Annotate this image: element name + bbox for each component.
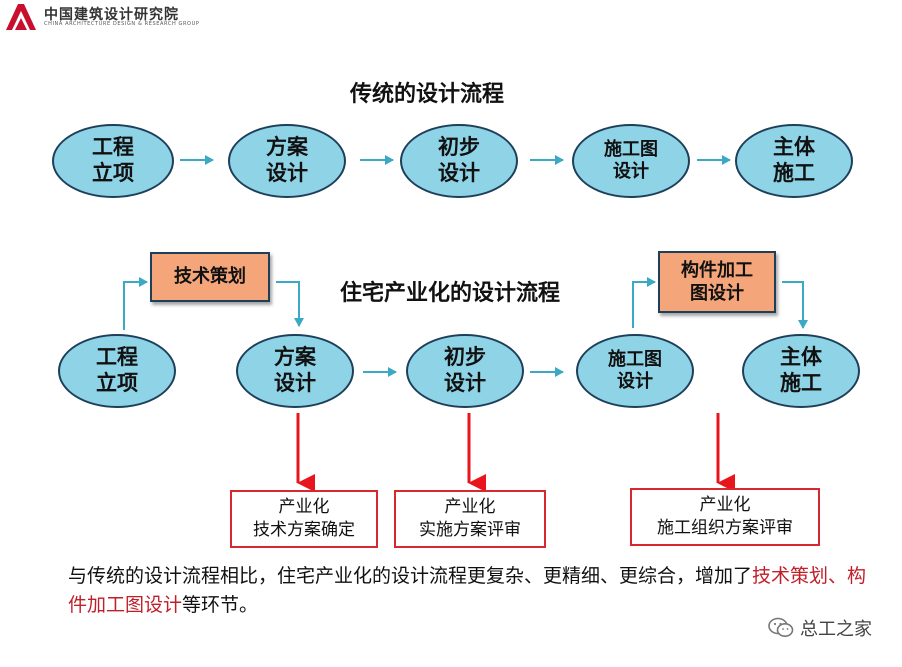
res-component-drawing-box: 构件加工 图设计 [658, 251, 776, 313]
traditional-flow-title: 传统的设计流程 [350, 82, 505, 107]
res-technical-planning-box: 技术策划 [150, 252, 270, 302]
arrow-res-branch-3 [632, 277, 656, 328]
review-box-implementation-scheme: 产业化 实施方案评审 [394, 490, 546, 548]
trad-step-project-start: 工程 立项 [52, 124, 174, 198]
res-step-main-construction: 主体 施工 [742, 334, 860, 408]
res-step-scheme-design: 方案 设计 [236, 334, 354, 408]
company-logo-icon [6, 4, 36, 30]
watermark-text: 总工之家 [800, 619, 872, 640]
company-name-en: CHINA ARCHITECTURE DESIGN & RESEARCH GRO… [44, 21, 200, 27]
res-step-construction-drawing: 施工图 设计 [576, 334, 694, 408]
residential-flow-title: 住宅产业化的设计流程 [340, 281, 561, 306]
arrow-res-branch-2 [276, 281, 304, 327]
watermark: 总工之家 [768, 615, 872, 641]
trad-step-main-construction: 主体 施工 [735, 124, 853, 198]
res-step-project-start: 工程 立项 [58, 334, 176, 408]
review-box-construction-organization: 产业化 施工组织方案评审 [630, 488, 820, 546]
wechat-icon [768, 617, 794, 637]
trad-step-scheme-design: 方案 设计 [228, 124, 346, 198]
arrow-res-branch-1 [123, 277, 148, 330]
conclusion-text: 与传统的设计流程相比，住宅产业化的设计流程更复杂、更精细、更综合，增加了技术策划… [68, 565, 867, 616]
conclusion-highlight: 技术策划、构件加工图设计 [68, 565, 867, 616]
trad-step-preliminary-design: 初步 设计 [400, 124, 518, 198]
company-name-cn: 中国建筑设计研究院 [44, 7, 179, 23]
arrow-res-branch-4 [782, 281, 808, 329]
res-step-preliminary-design: 初步 设计 [406, 334, 524, 408]
review-box-technical-scheme: 产业化 技术方案确定 [230, 490, 378, 548]
trad-step-construction-drawing: 施工图 设计 [572, 124, 690, 198]
